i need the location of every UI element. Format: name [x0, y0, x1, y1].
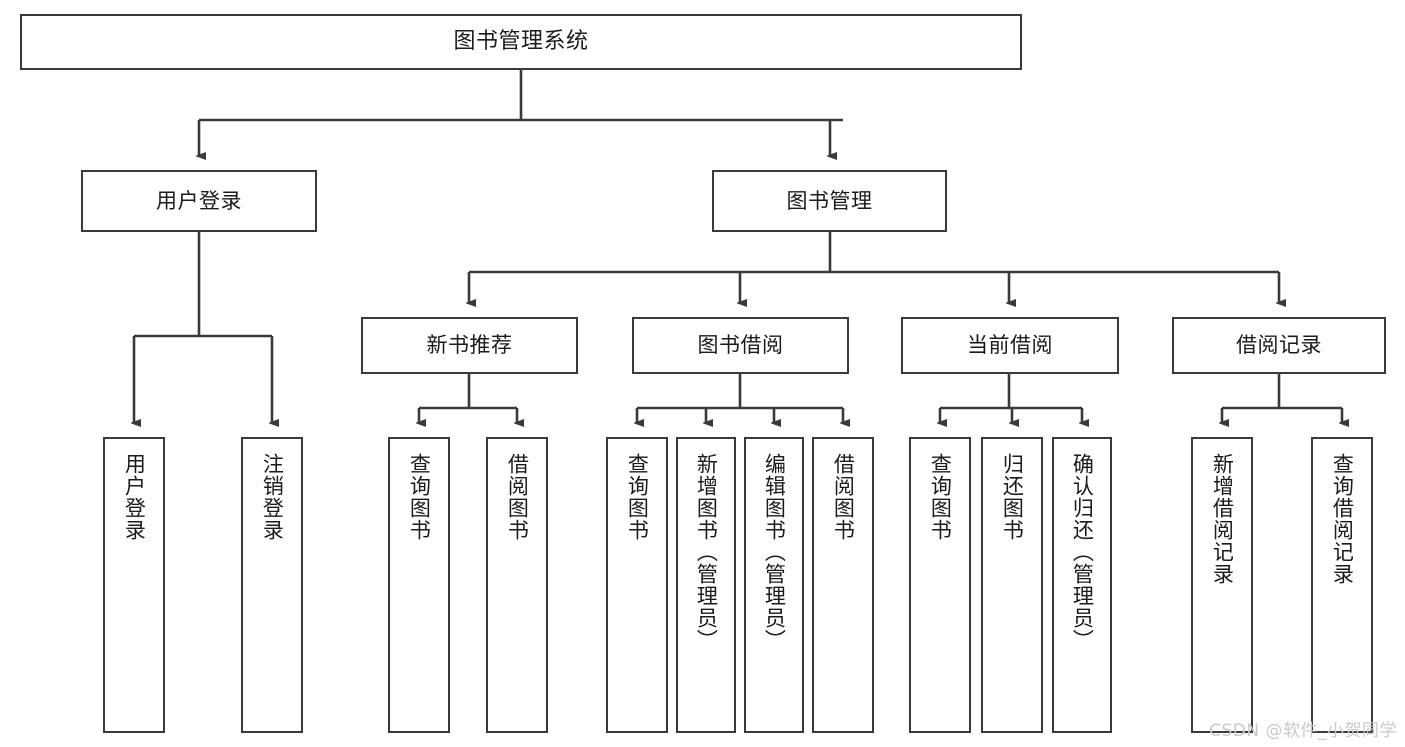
node-label: 确认归还（管理员）: [1070, 453, 1095, 651]
node-label: 图书借阅: [697, 333, 784, 358]
node-book-management[interactable]: 图书管理: [712, 170, 947, 232]
node-query-book-1[interactable]: 查询图书: [388, 437, 450, 733]
node-edit-book-admin[interactable]: 编辑图书（管理员）: [744, 437, 804, 733]
node-label: 注销登录: [260, 453, 285, 541]
node-add-book-admin[interactable]: 新增图书（管理员）: [676, 437, 736, 733]
node-label: 归还图书: [1000, 453, 1025, 541]
node-label: 用户登录: [156, 188, 242, 213]
node-new-book-recommend[interactable]: 新书推荐: [361, 317, 578, 374]
node-borrow-book-2[interactable]: 借阅图书: [812, 437, 874, 733]
node-label: 借阅图书: [505, 453, 530, 541]
node-add-borrow-record[interactable]: 新增借阅记录: [1191, 437, 1253, 733]
node-label: 图书管理: [786, 188, 873, 213]
node-logout-leaf[interactable]: 注销登录: [241, 437, 303, 733]
node-label: 查询图书: [407, 453, 432, 541]
node-query-book-3[interactable]: 查询图书: [909, 437, 971, 733]
node-label: 新书推荐: [426, 333, 513, 358]
node-borrow-book-1[interactable]: 借阅图书: [486, 437, 548, 733]
node-return-book[interactable]: 归还图书: [981, 437, 1043, 733]
node-label: 查询图书: [625, 453, 650, 541]
node-user-login[interactable]: 用户登录: [81, 170, 317, 232]
node-label: 用户登录: [122, 453, 147, 541]
node-root-system[interactable]: 图书管理系统: [20, 14, 1022, 70]
node-query-book-2[interactable]: 查询图书: [606, 437, 668, 733]
node-label: 查询借阅记录: [1330, 453, 1355, 585]
node-label: 新增图书（管理员）: [694, 453, 719, 651]
node-confirm-return-admin[interactable]: 确认归还（管理员）: [1052, 437, 1112, 733]
node-current-borrow[interactable]: 当前借阅: [901, 317, 1119, 374]
node-user-login-leaf[interactable]: 用户登录: [103, 437, 165, 733]
node-label: 图书管理系统: [453, 29, 589, 55]
node-label: 查询图书: [928, 453, 953, 541]
node-book-borrow[interactable]: 图书借阅: [632, 317, 849, 374]
node-borrow-record[interactable]: 借阅记录: [1172, 317, 1386, 374]
node-label: 新增借阅记录: [1210, 453, 1235, 585]
node-label: 借阅图书: [831, 453, 856, 541]
node-query-borrow-record[interactable]: 查询借阅记录: [1311, 437, 1373, 733]
node-label: 借阅记录: [1236, 333, 1322, 358]
node-label: 当前借阅: [967, 333, 1053, 358]
node-label: 编辑图书（管理员）: [762, 453, 787, 651]
